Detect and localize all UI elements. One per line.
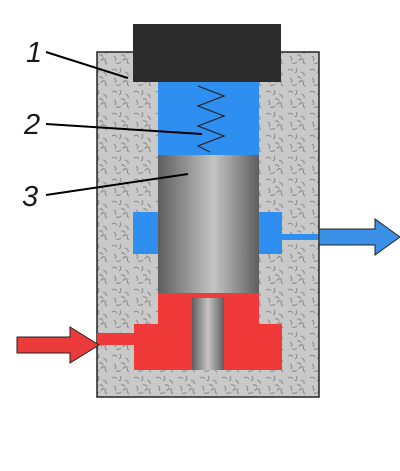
callout-label-3: 3	[22, 181, 38, 213]
inlet-chamber	[97, 293, 282, 370]
leader-line-2	[45, 123, 203, 135]
zigzag-spring-icon	[196, 85, 226, 153]
callout-label-2: 2	[23, 109, 40, 141]
spring-chamber	[158, 82, 259, 155]
top-cap	[133, 24, 281, 82]
leader-line-1	[45, 51, 129, 79]
leader-line-3	[45, 173, 189, 196]
piston-rod	[192, 298, 224, 370]
piston	[158, 155, 259, 293]
callout-label-1: 1	[26, 37, 42, 69]
inlet-arrow-icon	[16, 326, 100, 364]
outlet-arrow-icon	[318, 218, 400, 256]
right-outlet-port	[258, 212, 318, 254]
left-outlet-port	[133, 212, 159, 254]
